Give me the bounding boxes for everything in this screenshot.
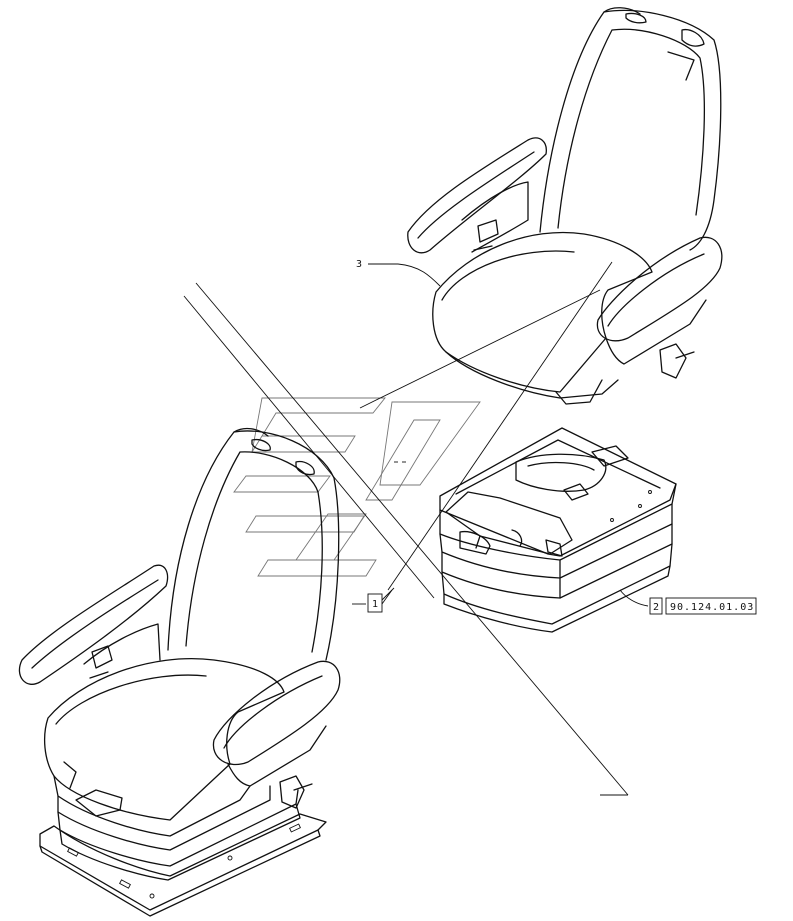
upper-seat-cushion-assembly — [407, 7, 723, 405]
callout-2: 2 90.124.01.03 — [619, 589, 757, 615]
callout-1: 1 — [352, 589, 393, 613]
suspension-base-assembly — [439, 427, 677, 633]
callout-3: 3 — [356, 259, 441, 287]
callout-label: 3 — [356, 259, 363, 270]
callout-box — [367, 593, 383, 613]
callout-box — [649, 597, 663, 615]
callout-label: 1 — [372, 599, 379, 610]
reference-label: 90.124.01.03 — [670, 602, 754, 613]
complete-seat-assembly — [18, 427, 341, 917]
leader-lines — [183, 261, 629, 796]
reference-box — [665, 597, 757, 615]
brand-logo-watermark — [233, 397, 481, 577]
callout-label: 2 — [653, 602, 660, 613]
